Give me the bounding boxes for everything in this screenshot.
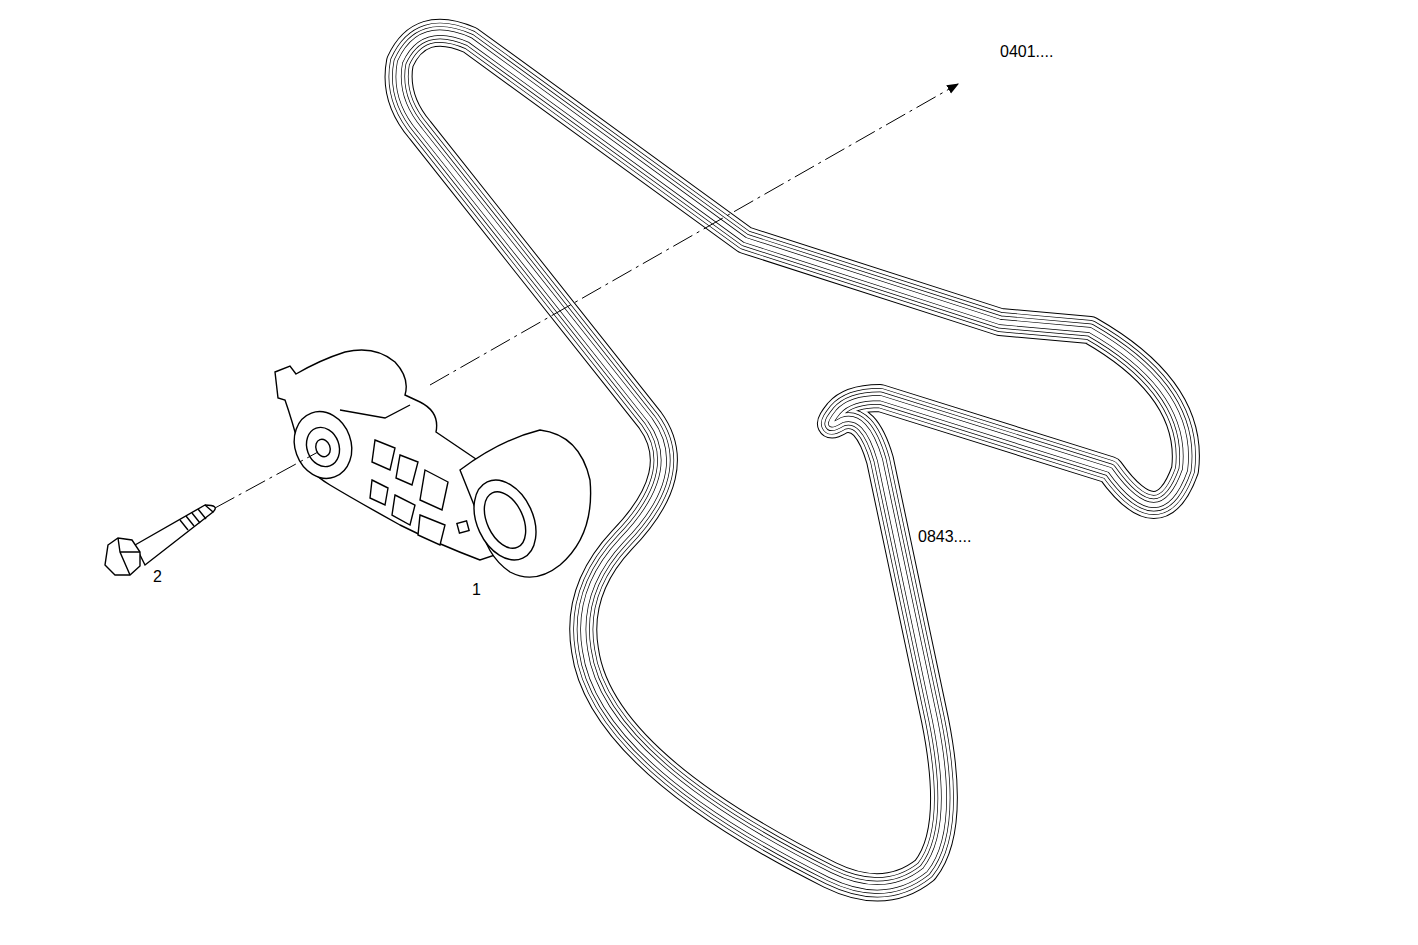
callout-number: 1 — [470, 581, 483, 599]
callout-number: 2 — [151, 568, 164, 586]
axis-line — [430, 84, 958, 385]
reference-number: 0843.... — [916, 528, 973, 546]
belt-rib — [399, 33, 1186, 888]
hex-bolt — [105, 505, 215, 575]
belt-rib — [399, 33, 1186, 888]
belt-rib — [399, 33, 1186, 888]
belt-rib — [399, 33, 1186, 888]
belt-rib — [399, 33, 1186, 888]
poly-v-belt — [399, 33, 1186, 888]
axis-line — [215, 452, 318, 508]
belt-rib — [399, 33, 1186, 888]
belt-rib — [399, 33, 1186, 888]
belt-rib — [399, 33, 1186, 888]
reference-number: 0401.... — [998, 43, 1055, 61]
belt-tensioner — [275, 350, 591, 577]
